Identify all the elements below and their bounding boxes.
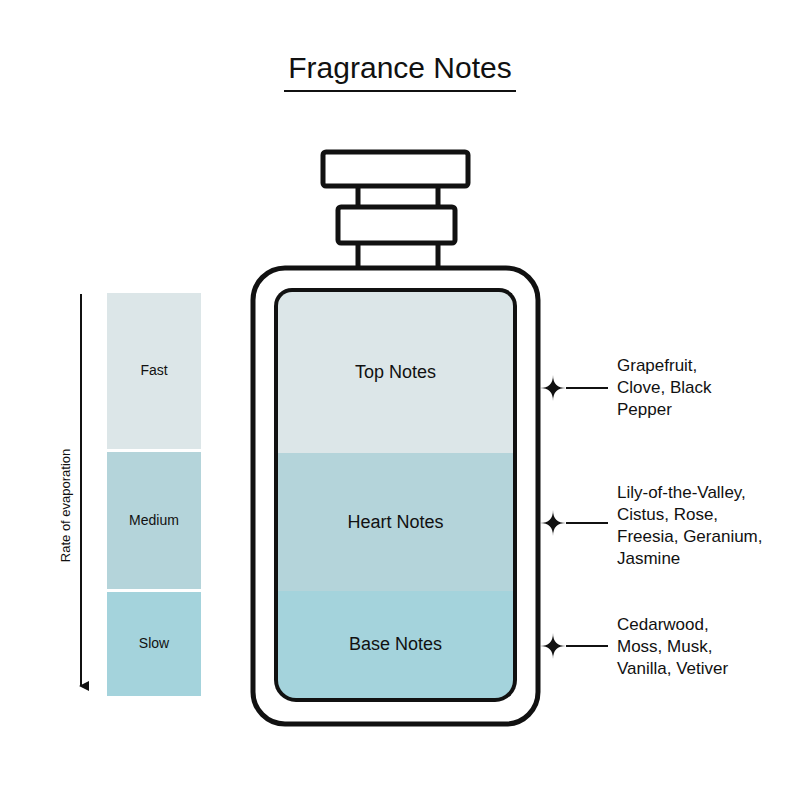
ingredient-list: Lily-of-the-Valley, Cistus, Rose, Freesi… (617, 482, 777, 570)
node-scale-band: Medium (107, 452, 201, 589)
node-scale-band: Fast (107, 293, 201, 449)
ingredient-list: Cedarwood, Moss, Musk, Vanilla, Vetiver (617, 614, 749, 680)
note-band: Heart Notes (274, 453, 517, 591)
band-label: Top Notes (355, 361, 436, 384)
bottle-collar (338, 207, 455, 243)
band-label: Base Notes (349, 633, 442, 656)
bottle-body (253, 268, 538, 724)
evaporation-arrow (80, 294, 82, 686)
bottle-cap (323, 152, 468, 186)
star-marker (540, 375, 566, 401)
band-label: Fast (140, 362, 167, 380)
leader-line (566, 522, 608, 524)
star-marker (540, 510, 566, 536)
leader-line (566, 387, 608, 389)
diagram-title: Fragrance Notes (284, 50, 515, 92)
note-band: Base Notes (274, 591, 517, 702)
leader-line (566, 645, 608, 647)
note-band: Top Notes (274, 288, 517, 453)
ingredient-list: Grapefruit, Clove, Black Pepper (617, 355, 735, 421)
band-label: Heart Notes (347, 511, 443, 534)
node-scale-band: Slow (107, 592, 201, 696)
star-markers (540, 375, 566, 659)
leader-lines (566, 388, 608, 646)
axis-label: Rate of evaporation (59, 448, 76, 561)
band-label: Medium (129, 512, 179, 530)
star-marker (540, 633, 566, 659)
band-label: Slow (139, 635, 169, 653)
